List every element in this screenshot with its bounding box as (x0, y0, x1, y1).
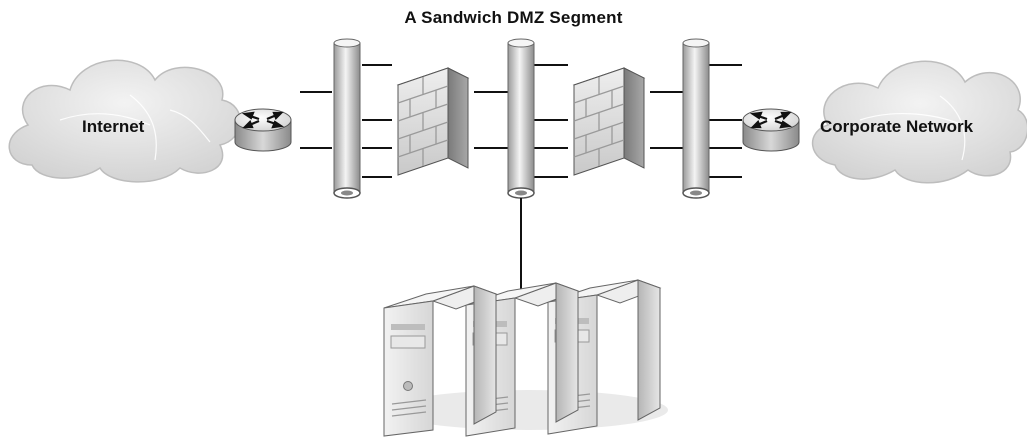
diagram-title: A Sandwich DMZ Segment (404, 8, 623, 27)
internet-label: Internet (82, 117, 145, 136)
cloud-icon (811, 60, 1027, 184)
firewall-icon (572, 67, 646, 176)
router-icon (742, 108, 800, 152)
cloud-icon (8, 59, 241, 183)
corporate-network-label: Corporate Network (820, 117, 974, 136)
firewall-icon (396, 67, 470, 176)
network-segment-icon (507, 38, 535, 199)
network-segment-icon (682, 38, 710, 199)
server-icon (383, 285, 498, 437)
segment-stubs (300, 64, 742, 178)
router-icon (234, 108, 292, 152)
network-segment-icon (333, 38, 361, 199)
